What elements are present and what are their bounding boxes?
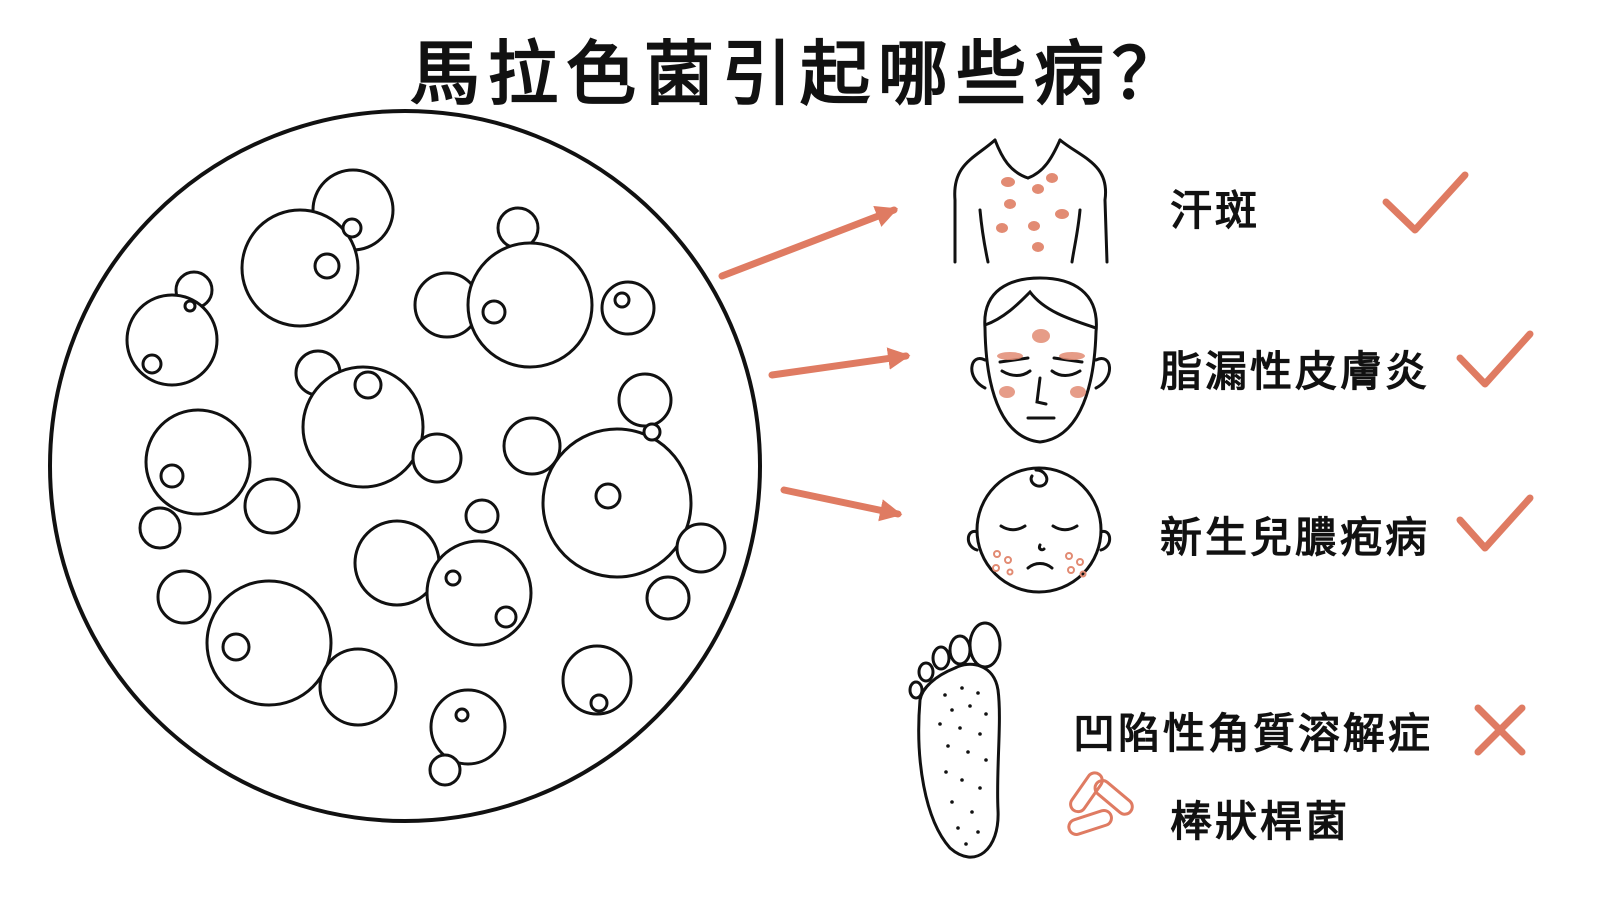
chest-spots-icon (953, 138, 1109, 264)
disease-label-neonatal: 新生兒膿疱病 (1160, 513, 1431, 562)
check-icon (1456, 330, 1534, 388)
check-icon (1382, 171, 1469, 234)
arrow-to-tinea (718, 205, 899, 280)
disease-label-keratolysis: 凹陷性角質溶解症 (1073, 709, 1434, 758)
rod-bacteria-icon (1067, 771, 1134, 836)
yeast-microscope-icon (48, 109, 762, 823)
disease-label-seborrheic: 脂漏性皮膚炎 (1160, 347, 1431, 396)
foot-sole-icon (908, 621, 1002, 859)
adult-face-icon (970, 276, 1111, 444)
arrow-to-seborrheic (768, 347, 911, 379)
baby-face-icon (966, 466, 1112, 594)
cross-icon (1474, 704, 1526, 756)
check-icon (1456, 494, 1534, 552)
page-title: 馬拉色菌引起哪些病？ (410, 33, 1190, 115)
arrow-to-neonatal (780, 486, 903, 522)
note-label-corynebacterium: 棒狀桿菌 (1170, 797, 1351, 846)
disease-label-tinea: 汗斑 (1170, 186, 1261, 235)
